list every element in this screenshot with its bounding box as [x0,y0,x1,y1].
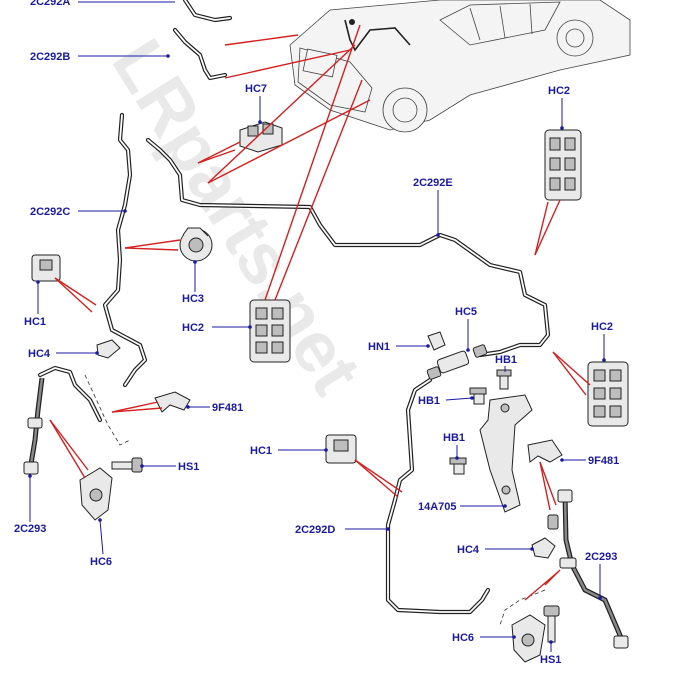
caliper-hc6-left [79,467,113,521]
svg-text:HB1: HB1 [495,354,517,366]
clip-9f481-right [527,439,563,463]
callout-2c292a: 2C292A [30,0,175,8]
callout-hc5: HC5 [455,306,477,352]
callout-hc2-top: HC2 [548,85,570,130]
bolt-hs1-left [111,457,143,473]
clip-9f481-left [154,391,191,413]
svg-text:HC2: HC2 [591,321,613,333]
svg-text:HC1: HC1 [250,445,272,457]
callout-hc4-right: HC4 [457,544,534,556]
callout-hb1-c: HB1 [443,432,465,460]
clip-block-hc2-right [587,361,629,427]
svg-text:2C292C: 2C292C [30,206,70,218]
callout-14a705: 14A705 [418,501,507,513]
svg-text:HS1: HS1 [178,461,199,473]
bolt-hs1-right [543,605,560,643]
flex-hose-left [23,365,103,475]
callout-9f481-right: 9F481 [560,455,619,467]
callout-hc2-right: HC2 [591,321,613,362]
svg-text:HC6: HC6 [452,632,474,644]
svg-text:2C293: 2C293 [14,523,46,535]
callout-hs1-left: HS1 [140,461,199,473]
svg-text:HC2: HC2 [182,322,204,334]
svg-text:14A705: 14A705 [418,501,457,513]
flex-hose-right [557,489,629,649]
callout-hc1-mid: HC1 [250,445,328,457]
callout-hc4-left: HC4 [28,348,99,360]
pipe-2c292c [102,112,148,388]
pipe-2c292b [172,0,233,81]
svg-text:HC1: HC1 [24,316,46,328]
callout-9f481-left: 9F481 [186,402,243,414]
callout-hs1-right: HS1 [540,640,561,666]
svg-text:HC4: HC4 [28,348,51,360]
callout-2c292b: 2C292B [30,51,170,63]
bracket-14a705 [479,394,533,513]
callout-2c292c: 2C292C [30,206,127,218]
callout-hc1-left: HC1 [24,280,46,328]
callout-hb1-a: HB1 [495,354,517,372]
svg-text:9F481: 9F481 [212,402,243,414]
svg-text:HC7: HC7 [245,83,267,95]
svg-text:HB1: HB1 [443,432,465,444]
vehicle-illustration [289,0,631,133]
bolts-hb1 [449,369,512,475]
callout-hc3: HC3 [182,260,204,305]
clip-block-hc2-mid [249,299,291,363]
clip-block-hc2-top [544,129,582,201]
svg-text:HC5: HC5 [455,306,477,318]
clip-hc3 [179,227,213,262]
caliper-hc6-right [511,614,546,663]
clip-hc4-left [96,339,121,359]
svg-text:HN1: HN1 [368,341,390,353]
callout-2c293-left: 2C293 [14,474,46,535]
svg-text:HC3: HC3 [182,293,204,305]
clip-hc4-right [531,514,559,559]
svg-text:HS1: HS1 [540,654,561,666]
svg-text:HC2: HC2 [548,85,570,97]
callout-hb1-b: HB1 [418,395,474,407]
callout-hc7: HC7 [245,83,267,124]
clip-hn1 [427,331,446,351]
svg-text:2C292E: 2C292E [413,177,453,189]
svg-text:2C292B: 2C292B [30,51,70,63]
callout-hn1: HN1 [368,341,430,353]
clip-hc7 [239,121,283,153]
svg-text:2C293: 2C293 [585,551,617,563]
connector-hc5 [426,344,488,380]
svg-text:HC6: HC6 [90,556,112,568]
svg-text:2C292D: 2C292D [295,524,335,536]
svg-text:9F481: 9F481 [588,455,619,467]
assembly-line-left [84,374,131,446]
clip-hc1-mid [325,434,357,464]
clip-hc1-left [31,254,61,282]
callout-hc6-left: HC6 [90,518,112,568]
callout-hc6-right: HC6 [452,632,516,644]
svg-text:HB1: HB1 [418,395,440,407]
assembly-line-right [499,589,546,626]
callout-hc2-mid: HC2 [182,322,252,334]
callout-2c292d: 2C292D [295,524,390,536]
pipe-2c292d [385,377,491,615]
svg-text:HC4: HC4 [457,544,480,556]
pointer-lines [49,24,591,601]
pipe-2c292e [145,137,551,358]
svg-text:2C292A: 2C292A [30,0,70,8]
callout-2c292e: 2C292E [413,177,453,237]
callout-2c293-right: 2C293 [585,551,617,600]
